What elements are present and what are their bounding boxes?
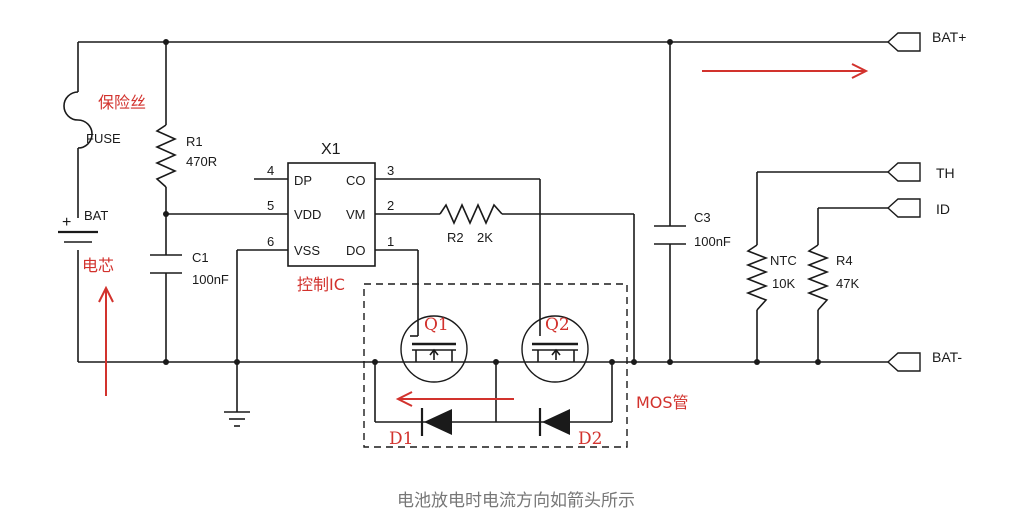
- bat-minus-label: BAT-: [932, 349, 962, 365]
- ic-cn-label: 控制IC: [297, 275, 345, 294]
- q1-label: Q1: [424, 315, 449, 335]
- pin-number: 6: [267, 234, 274, 249]
- capacitor-c1: C1 100nF: [150, 250, 229, 287]
- ground-symbol: [224, 411, 250, 427]
- connector-bat-plus: BAT+: [886, 29, 966, 52]
- pin-name-co: CO: [346, 173, 366, 188]
- r1-value: 470R: [186, 154, 217, 169]
- r2-value: 2K: [477, 230, 493, 245]
- current-arrow-top: [702, 63, 869, 79]
- cell-cn-label: 电芯: [82, 256, 114, 275]
- c3-value: 100nF: [694, 234, 731, 249]
- mos-cn-label: MOS管: [636, 393, 689, 412]
- mosfet-q2: Q2: [521, 315, 589, 383]
- connector-th: TH: [886, 162, 955, 182]
- diode-d1: D1: [389, 408, 452, 449]
- mosfet-q1: Q1: [400, 315, 468, 383]
- battery-plus-sign: +: [62, 214, 71, 231]
- connector-id: ID: [886, 198, 950, 218]
- diode-d2: D2: [538, 408, 602, 449]
- ntc-value: 10K: [772, 276, 795, 291]
- pin-number: 3: [387, 163, 394, 178]
- d1-label: D1: [389, 429, 413, 449]
- wires: [77, 41, 888, 423]
- battery-symbol: + BAT 电芯: [58, 208, 114, 275]
- r1-name: R1: [186, 134, 203, 149]
- r4-name: R4: [836, 253, 853, 268]
- th-label: TH: [936, 165, 955, 181]
- resistor-r4: R4 47K: [806, 244, 859, 311]
- x1-label: X1: [321, 141, 341, 158]
- q2-label: Q2: [545, 315, 570, 335]
- current-arrow-mos: [395, 391, 514, 407]
- capacitor-c3: C3 100nF: [654, 210, 731, 249]
- r2-name: R2: [447, 230, 464, 245]
- r4-value: 47K: [836, 276, 859, 291]
- current-arrow-left: [98, 285, 114, 396]
- pin-name-do: DO: [346, 243, 366, 258]
- fuse-label: FUSE: [86, 131, 121, 146]
- pin-number: 5: [267, 198, 274, 213]
- fuse-cn-label: 保险丝: [98, 93, 146, 112]
- c1-value: 100nF: [192, 272, 229, 287]
- mos-group-box: [363, 283, 628, 448]
- ntc-name: NTC: [770, 253, 797, 268]
- pin-number: 1: [387, 234, 394, 249]
- d2-label: D2: [578, 429, 602, 449]
- pin-name-dp: DP: [294, 173, 312, 188]
- c3-name: C3: [694, 210, 711, 225]
- figure-caption: 电池放电时电流方向如箭头所示: [397, 491, 635, 511]
- resistor-r2: R2 2K: [439, 203, 503, 245]
- fuse-symbol: FUSE 保险丝: [63, 91, 146, 149]
- c1-name: C1: [192, 250, 209, 265]
- bat-label: BAT: [84, 208, 108, 223]
- id-label: ID: [936, 201, 950, 217]
- control-ic-x1: X1 控制IC 4 5 6 3 2 1 DP VDD VSS CO VM DO: [267, 141, 394, 294]
- pin-number: 2: [387, 198, 394, 213]
- pin-number: 4: [267, 163, 274, 178]
- resistor-r1: R1 470R: [155, 124, 217, 188]
- thermistor-ntc: NTC 10K: [745, 244, 797, 311]
- pin-name-vss: VSS: [294, 243, 320, 258]
- pin-name-vdd: VDD: [294, 207, 321, 222]
- pin-name-vm: VM: [346, 207, 366, 222]
- connector-bat-minus: BAT-: [886, 349, 962, 372]
- junction-dots: [163, 39, 821, 365]
- bat-plus-label: BAT+: [932, 29, 966, 45]
